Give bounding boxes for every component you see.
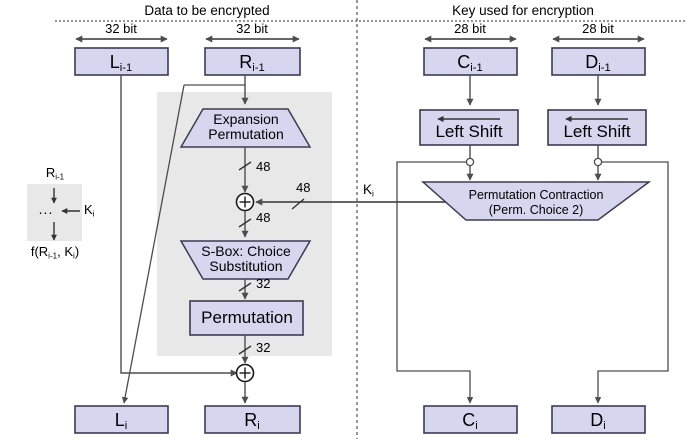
label-l-prev-sub: i-1 (119, 62, 133, 75)
label-r-prev-sub: i-1 (252, 62, 265, 75)
legend-key-sub: i (92, 209, 95, 219)
wire-lprev-to-xor (120, 75, 238, 377)
shape-expansion-permutation (179, 108, 312, 148)
tick-48-expansion-out (238, 161, 252, 171)
width-label-d-prev: 28 bit (582, 21, 614, 36)
tick-32-sbox-out (238, 282, 252, 292)
box-r-next (204, 405, 301, 434)
label-expansion-line2: Permutation (208, 126, 284, 142)
legend-key-base: K (84, 202, 93, 217)
label-d-next: Di (590, 411, 605, 432)
label-d-prev-sub: i-1 (598, 62, 611, 75)
legend-output-label: f(Ri-1, Ki) (31, 245, 79, 260)
shape-sbox-substitution (179, 240, 312, 280)
label-r-prev-base: R (239, 52, 253, 72)
wire-rprev-diagonal-to-lnext (121, 84, 185, 404)
box-l-prev (74, 47, 169, 76)
wire-shift2-branch-to-dnext (594, 161, 669, 404)
legend-key-label: Ki (84, 203, 94, 218)
box-permutation (189, 300, 304, 336)
label-c-prev-base: C (457, 52, 471, 72)
label-c-next: Ci (462, 411, 477, 432)
label-pc-line1: Permutation Contraction (468, 188, 604, 202)
wire-shift1-branch-to-cnext (396, 161, 474, 404)
header-right: Key used for encryption (452, 3, 594, 18)
label-l-next: Li (115, 411, 128, 432)
label-subkey-sub: i (372, 188, 374, 199)
box-d-next (551, 405, 646, 434)
label-subkey-ki: Ki (363, 183, 374, 198)
width-label-r-prev: 32 bit (236, 21, 268, 36)
label-sbox-line2: Substitution (209, 258, 283, 274)
tick-48-xor-out (238, 218, 252, 228)
box-left-shift-1 (419, 109, 519, 146)
legend-input-sub: i-1 (55, 172, 65, 182)
label-l-prev-base: L (109, 52, 120, 72)
label-r-next-sub: i (257, 420, 260, 433)
label-l-next-base: L (114, 410, 125, 430)
label-sbox-line1: S-Box: Choice (201, 243, 291, 259)
box-r-prev (204, 47, 301, 76)
label-permutation: Permutation (201, 308, 293, 327)
label-left-shift-2: Left Shift (563, 122, 631, 141)
label-c-prev-sub: i-1 (470, 62, 483, 75)
tick-48-key-in (291, 198, 305, 210)
label-permutation-contraction: Permutation Contraction (Perm. Choice 2) (469, 188, 604, 218)
width-label-c-prev: 28 bit (454, 21, 486, 36)
label-r-next: Ri (244, 411, 259, 432)
label-r-next-base: R (244, 410, 258, 430)
bitwidth-xor-out: 48 (256, 210, 271, 225)
shape-permutation-contraction (421, 181, 652, 221)
header-left: Data to be encrypted (144, 3, 270, 18)
junction-dot-shift2 (593, 157, 603, 167)
label-d-next-sub: i (603, 420, 606, 433)
legend-dots: ... (38, 201, 54, 217)
label-subkey-base: K (363, 182, 373, 197)
bitwidth-sbox-out: 32 (256, 276, 271, 291)
label-sbox: S-Box: Choice Substitution (201, 244, 290, 274)
label-r-prev: Ri-1 (239, 53, 264, 74)
width-label-l-prev: 32 bit (105, 21, 137, 36)
box-l-next (74, 405, 169, 434)
bitwidth-key-in: 48 (296, 180, 311, 195)
legend-output-sub2: i (73, 251, 75, 261)
label-pc-line2: (Perm. Choice 2) (488, 203, 584, 217)
label-c-prev: Ci-1 (457, 53, 482, 74)
legend-input-label: Ri-1 (46, 166, 64, 181)
label-d-prev: Di-1 (585, 53, 610, 74)
box-c-prev (423, 47, 518, 76)
tick-32-perm-out (238, 345, 252, 355)
box-d-prev (551, 47, 646, 76)
label-left-shift-1: Left Shift (435, 122, 503, 141)
legend-output-prefix: f(R (30, 244, 49, 259)
label-expansion-line1: Expansion (213, 111, 279, 127)
legend-output-sub1: i-1 (48, 251, 58, 261)
bitwidth-perm-out: 32 (256, 340, 271, 355)
legend-input-base: R (45, 165, 56, 180)
legend-output-mid: , K (57, 244, 74, 259)
bitwidth-expansion-out: 48 (256, 159, 271, 174)
label-d-prev-base: D (585, 52, 599, 72)
label-d-next-base: D (590, 410, 604, 430)
label-c-next-base: C (462, 410, 476, 430)
label-c-next-sub: i (475, 420, 478, 433)
label-expansion-permutation: Expansion Permutation (208, 112, 283, 142)
label-l-next-sub: i (124, 420, 128, 433)
label-l-prev: Li-1 (110, 53, 132, 74)
junction-dot-shift1 (465, 157, 475, 167)
box-left-shift-2 (547, 109, 647, 146)
legend-output-suffix: ) (74, 244, 80, 259)
box-c-next (423, 405, 518, 434)
